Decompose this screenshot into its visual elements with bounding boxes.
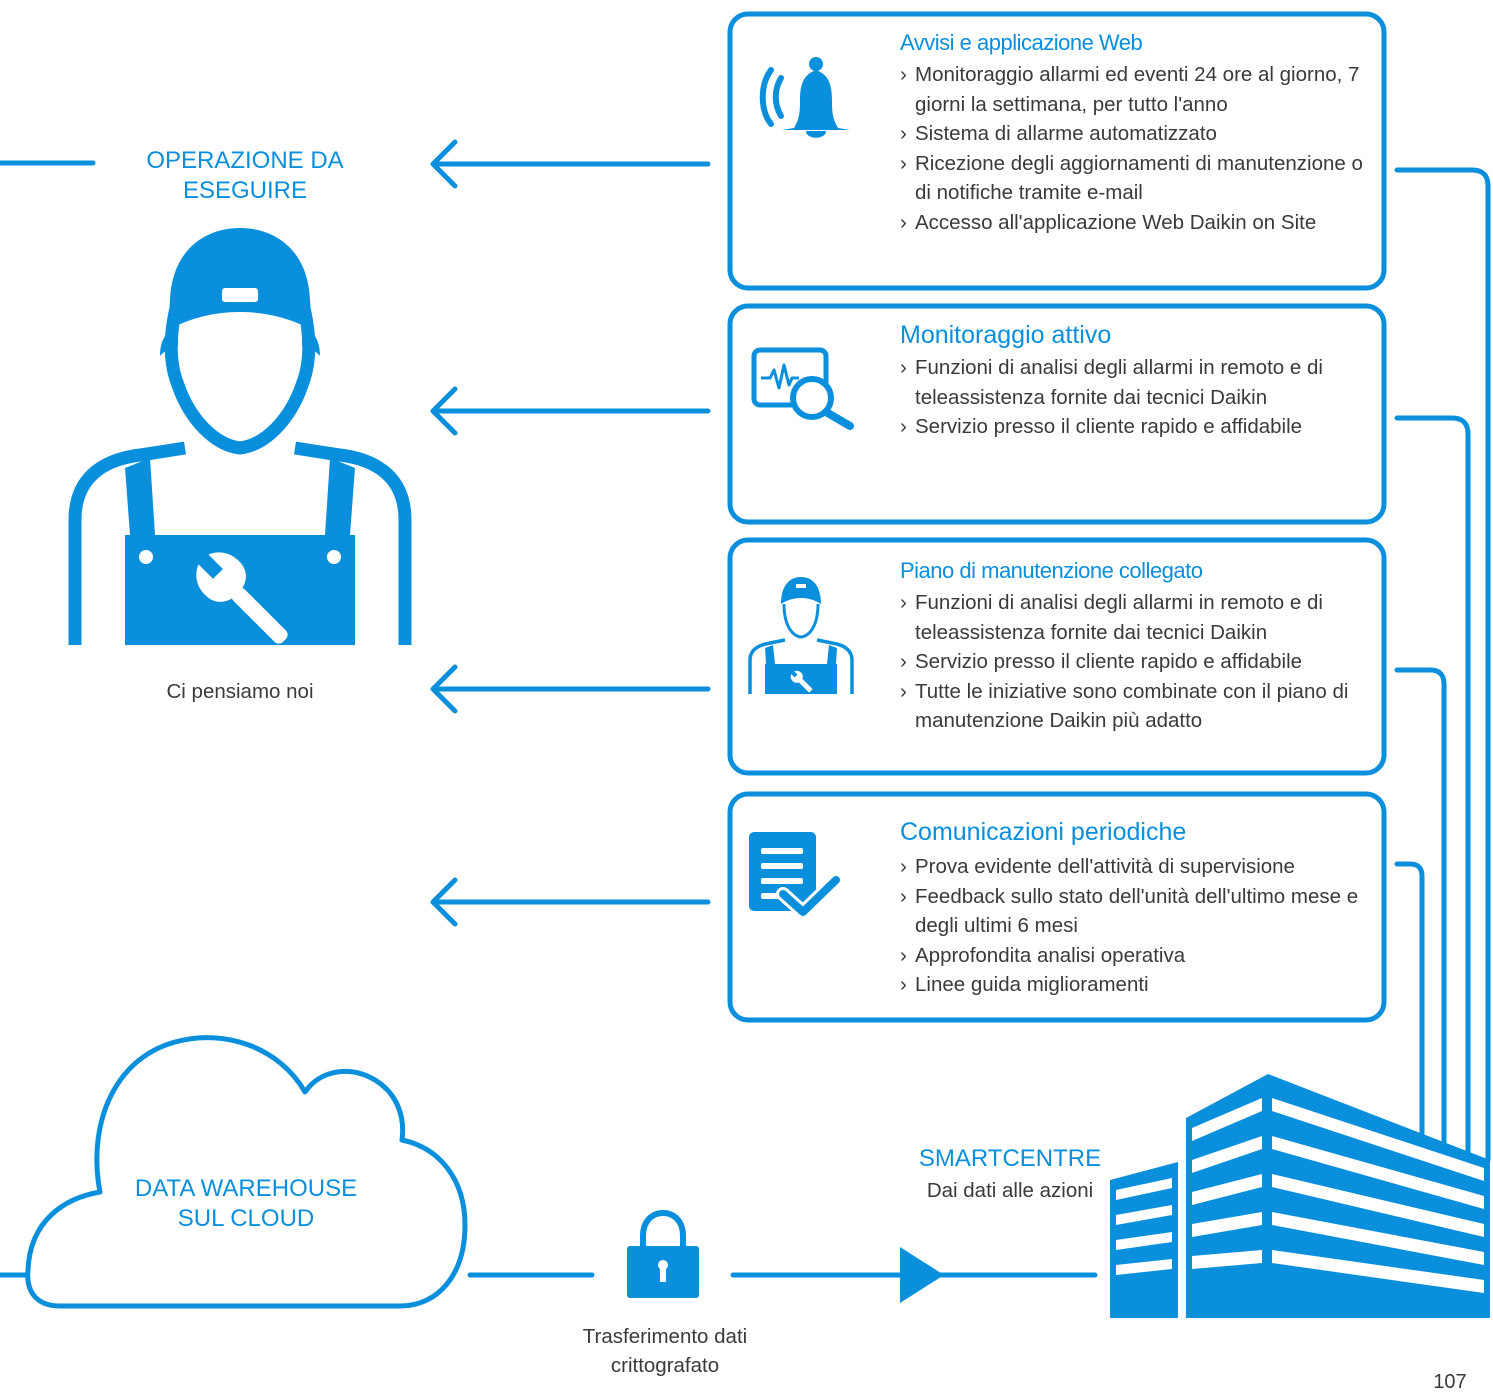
cloud-label-line2: SUL CLOUD (177, 1205, 315, 1232)
box-alerts (727, 11, 1387, 291)
technician-figure-icon (68, 228, 412, 645)
box-alerts-title: Avvisi e applicazione Web (900, 30, 1143, 55)
cloud-label: DATA WAREHOUSE SUL CLOUD (96, 1174, 396, 1234)
operation-label-line1: OPERAZIONE DA (146, 147, 344, 174)
list-item: Linee guida miglioramenti (900, 970, 1380, 1000)
list-item: Servizio presso il cliente rapido e affi… (900, 412, 1380, 442)
transfer-caption: Trasferimento dati crittografato (545, 1322, 785, 1380)
box-monitoring-title: Monitoraggio attivo (900, 321, 1112, 349)
box-monitoring (727, 303, 1387, 525)
box-maintenance (727, 537, 1387, 776)
smartcentre-subtitle: Dai dati alle azioni (926, 1179, 1094, 1202)
list-item: Ricezione degli aggiornamenti di manuten… (900, 149, 1380, 208)
padlock-icon (627, 1209, 699, 1298)
list-item: Servizio presso il cliente rapido e affi… (900, 647, 1380, 677)
box-alerts-bullets: Monitoraggio allarmi ed eventi 24 ore al… (900, 60, 1380, 237)
cloud-label-line1: DATA WAREHOUSE (134, 1175, 358, 1202)
box-reports (727, 791, 1387, 1023)
monitor-magnifier-icon (751, 347, 854, 430)
list-item: Sistema di allarme automatizzato (900, 119, 1380, 149)
list-item: Prova evidente dell'attività di supervis… (900, 852, 1380, 882)
list-item: Feedback sullo stato dell'unità dell'ult… (900, 882, 1380, 941)
flow-arrowhead (900, 1247, 944, 1303)
box-maintenance-bullets: Funzioni di analisi degli allarmi in rem… (900, 588, 1380, 736)
technician-caption: Ci pensiamo noi (166, 680, 314, 703)
smartcentre-title: SMARTCENTRE (918, 1145, 1102, 1172)
list-item: Tutte le iniziative sono combinate con i… (900, 677, 1380, 736)
transfer-caption-line2: crittografato (610, 1354, 720, 1377)
connector-lines (1394, 167, 1491, 1163)
bell-icon (759, 57, 850, 138)
technician-icon (748, 577, 854, 694)
box-reports-title: Comunicazioni periodiche (900, 818, 1187, 846)
transfer-caption-line1: Trasferimento dati (582, 1325, 748, 1348)
document-check-icon (749, 832, 843, 919)
operation-label-line2: ESEGUIRE (182, 177, 308, 204)
list-item: Accesso all'applicazione Web Daikin on S… (900, 208, 1380, 238)
list-item: Funzioni di analisi degli allarmi in rem… (900, 588, 1380, 647)
list-item: Monitoraggio allarmi ed eventi 24 ore al… (900, 60, 1380, 119)
box-reports-bullets: Prova evidente dell'attività di supervis… (900, 852, 1380, 1000)
list-item: Approfondita analisi operativa (900, 941, 1380, 971)
left-arrows (430, 139, 711, 927)
box-monitoring-bullets: Funzioni di analisi degli allarmi in rem… (900, 353, 1380, 442)
cloud-shape (25, 1035, 468, 1309)
box-maintenance-title: Piano di manutenzione collegato (900, 558, 1203, 583)
list-item: Funzioni di analisi degli allarmi in rem… (900, 353, 1380, 412)
smartcentre-building-icon (1110, 1074, 1490, 1318)
operation-label: OPERAZIONE DA ESEGUIRE (120, 146, 370, 206)
page-number: 107 (1433, 1371, 1467, 1393)
